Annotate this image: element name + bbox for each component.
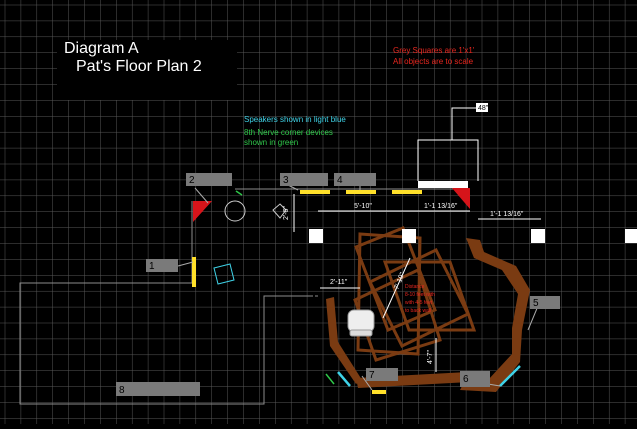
speaker-left[interactable] [337,371,351,387]
bass-trap-right[interactable] [452,188,470,209]
bass-trap-left[interactable] [193,201,212,222]
dim-48-arrow [451,107,476,140]
label-2: 2 [189,175,195,186]
desk-front [356,372,470,388]
chair-back [349,329,373,337]
dim-2-11-text: 2'-11" [330,279,348,286]
label-box-5[interactable] [530,296,560,309]
panel-3[interactable] [300,190,330,194]
corner-devices-note-1: 8th Nerve corner devices [244,128,333,137]
ref-square-4 [625,229,637,243]
dim-2-6-text: 2'-6" [283,206,290,220]
diagram-title: Diagram A [64,40,139,57]
label-boxes [116,173,560,396]
panel-4[interactable] [346,190,376,194]
cloud-panel-icon[interactable] [213,263,235,285]
dim-right-text: 1'-1 13/16" [490,211,524,218]
label-box-4[interactable] [334,173,376,186]
dim-48-text: 48" [478,105,489,112]
panel-7[interactable] [372,390,386,394]
corner-devices [235,190,335,385]
label-box-6[interactable] [460,371,490,387]
ref-square-3 [531,229,545,243]
left-wall [19,201,310,405]
rotated-frames [353,226,477,362]
scale-note-2: All objects are to scale [393,57,474,66]
ref-square-1 [309,229,323,243]
diffuser-icon[interactable] [272,203,287,219]
label-numbers: 1 2 3 4 5 6 7 8 [119,175,539,396]
dim-7-10-line [382,257,411,319]
label-6: 6 [463,374,469,385]
dim-5-10-text: 5'-10" [354,203,372,210]
speaker-right[interactable] [499,365,521,387]
dimension-lines [293,107,541,372]
leader-5 [527,305,539,331]
frame-4 [382,260,477,332]
distance-annotation: Distance 8-10 feet with with 4-5 feet to… [405,284,435,314]
desk-left-arm [326,297,362,384]
annotation-line-3: with 4-5 feet [405,300,433,306]
corner-devices-note-2: shown in green [244,138,299,147]
panel-1[interactable] [192,257,196,287]
leader-2 [194,187,209,204]
label-4: 4 [337,175,343,186]
desk [326,238,530,392]
leader-1 [177,261,194,267]
bass-traps [193,188,470,222]
panel-4b[interactable] [392,190,422,194]
annotation-line-4: to back wall [405,308,431,314]
scale-note-1: Grey Squares are 1'x1' [393,46,475,55]
diagram-subtitle: Pat's Floor Plan 2 [76,58,202,75]
label-box-7[interactable] [366,368,398,381]
corner-device-1[interactable] [235,190,243,196]
chair-seat [347,309,375,333]
label-box-1[interactable] [146,259,178,272]
frame-5 [353,267,442,362]
corner-device-2[interactable] [325,373,335,385]
label-box-2[interactable] [186,173,232,186]
grid-reference-squares [309,229,637,243]
dim-4-7-text: 4'-7" [427,350,434,364]
label-5: 5 [533,298,539,309]
round-table-icon[interactable] [224,200,246,222]
label-box-8[interactable] [116,382,200,396]
speakers [337,365,521,387]
label-box-3[interactable] [280,173,328,186]
title-background [57,40,237,100]
desk-right-curve [460,238,530,392]
window-48 [418,181,468,188]
annotation-line-1: Distance [405,284,425,290]
dim-1-13-text: 1'-1 13/16" [424,203,458,210]
speakers-note: Speakers shown in light blue [244,115,346,124]
label-3: 3 [283,175,289,186]
ref-square-2 [402,229,416,243]
dim-48-leader [417,139,479,181]
annotation-line-2: 8-10 feet with [405,292,435,298]
label-8: 8 [119,385,125,396]
acoustic-panels [192,190,422,394]
label-1: 1 [149,261,155,272]
leader-7 [361,375,373,391]
dim-48-bg [476,103,488,112]
chair-icon[interactable] [347,309,375,337]
label-7: 7 [369,370,375,381]
